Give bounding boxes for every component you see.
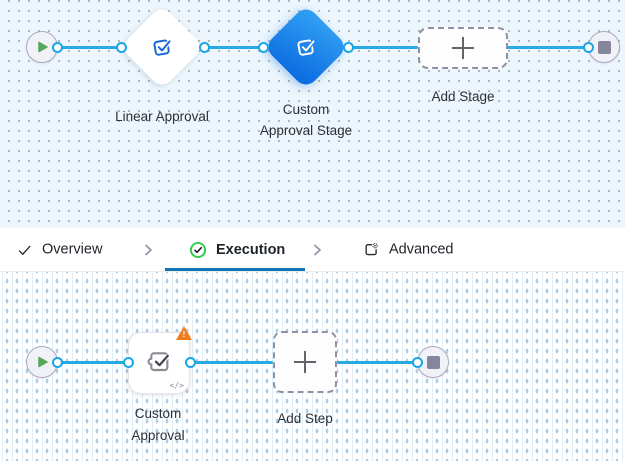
port-step-out[interactable] <box>184 356 196 368</box>
active-tab-underline <box>165 268 305 271</box>
play-icon <box>38 356 48 368</box>
add-step-label: Add Step <box>277 411 333 426</box>
tab-overview-label: Overview <box>42 241 103 258</box>
stage-label-custom-approval: Custom Approval Stage <box>236 99 376 141</box>
tab-execution-label: Execution <box>216 241 286 258</box>
port-start-out[interactable] <box>51 356 63 368</box>
edge-linear-to-custom <box>204 45 264 49</box>
add-stage-button[interactable] <box>418 27 508 69</box>
port-linear-out[interactable] <box>198 41 210 53</box>
edge-addstage-to-end <box>507 45 585 49</box>
tab-advanced[interactable]: Advanced <box>363 241 454 258</box>
stop-icon <box>597 40 611 54</box>
stop-icon <box>426 355 440 369</box>
plus-icon <box>452 37 474 59</box>
tab-execution[interactable]: Execution <box>189 241 285 259</box>
stage-tab-bar: Overview Execution Advanced <box>0 228 625 272</box>
port-linear-in[interactable] <box>115 41 127 53</box>
add-stage-label: Add Stage <box>431 89 495 104</box>
port-end-in[interactable] <box>582 41 594 53</box>
stage-canvas: Linear Approval Custom Approval Stage Ad… <box>0 0 625 228</box>
check-icon <box>18 245 31 255</box>
approval-check-icon <box>149 34 175 60</box>
end-node[interactable] <box>588 31 620 63</box>
execution-canvas: ! </> Custom Approval Add Step <box>0 272 625 461</box>
step-label-custom-approval: Custom Approval <box>98 403 218 447</box>
tab-overview[interactable]: Overview <box>16 241 102 258</box>
step-label-line1: Custom <box>134 406 182 421</box>
edge-start-to-step <box>57 360 128 364</box>
code-indicator-icon: </> <box>169 381 184 390</box>
stage-label-line2: Approval Stage <box>259 123 353 138</box>
tab-advanced-label: Advanced <box>389 241 454 258</box>
advanced-settings-icon <box>365 242 378 255</box>
warning-icon[interactable]: ! <box>176 326 192 340</box>
step-label-line2: Approval <box>131 428 185 443</box>
stage-custom-approval-selected[interactable] <box>263 4 349 90</box>
custom-action-puzzle-icon <box>147 352 170 372</box>
add-step-button[interactable] <box>273 331 337 393</box>
edge-addstep-to-end <box>337 360 417 364</box>
play-icon <box>38 41 48 53</box>
port-start-out[interactable] <box>51 41 63 53</box>
port-custom-out[interactable] <box>342 41 354 53</box>
plus-icon <box>294 351 316 373</box>
chevron-right-icon <box>142 242 155 257</box>
edge-start-to-linear <box>57 45 121 49</box>
edge-step-to-addstep <box>190 360 273 364</box>
port-end-in[interactable] <box>411 356 423 368</box>
port-custom-in[interactable] <box>257 41 269 53</box>
edge-custom-to-addstage <box>348 45 418 49</box>
stage-linear-approval[interactable] <box>119 4 205 90</box>
stage-label-line1: Custom <box>282 102 330 117</box>
port-step-in[interactable] <box>122 356 134 368</box>
step-custom-approval[interactable]: ! </> <box>128 326 192 394</box>
approval-check-icon <box>293 34 319 60</box>
check-circle-green-icon <box>189 241 207 258</box>
stage-label-linear-approval: Linear Approval <box>115 109 209 124</box>
chevron-right-icon <box>311 242 324 257</box>
